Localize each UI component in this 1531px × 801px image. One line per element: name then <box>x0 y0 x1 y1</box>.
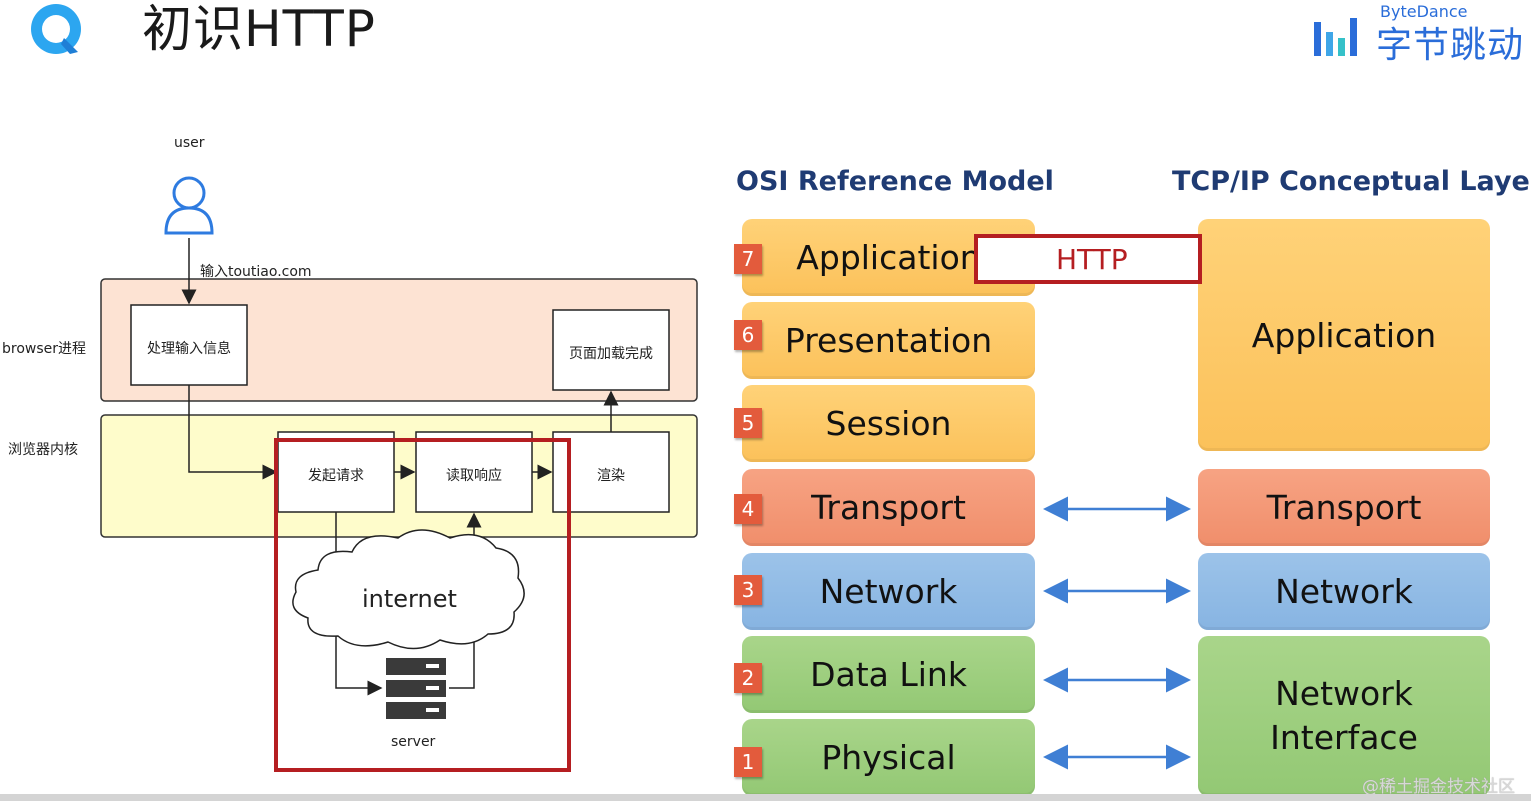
osi-layer-3: Network <box>742 553 1035 630</box>
user-icon <box>164 176 214 235</box>
tcpip-network-interface: Network Interface <box>1198 636 1490 796</box>
page-loaded-box <box>552 309 670 391</box>
layer-mapping-arrows <box>1043 496 1191 770</box>
read-response-box <box>415 431 533 513</box>
osi-layer-7-label: Application <box>796 238 981 277</box>
osi-layer-6-label: Presentation <box>784 321 993 360</box>
browser-process-band <box>100 278 698 402</box>
brand-cn: 字节跳动 <box>1376 25 1525 66</box>
render-label: 渲染 <box>597 468 625 484</box>
osi-num-3: 3 <box>734 575 762 605</box>
osi-layer-6: Presentation <box>742 302 1035 379</box>
http-highlight-box: HTTP <box>974 234 1202 284</box>
browser-process-label: browser进程 <box>2 341 87 357</box>
tcpip-transport: Transport <box>1198 469 1490 546</box>
page-loaded-label: 页面加载完成 <box>569 346 653 362</box>
server-icon <box>386 658 446 719</box>
tcpip-application: Application <box>1198 219 1490 451</box>
osi-layer-2: Data Link <box>742 636 1035 713</box>
osi-num-6: 6 <box>734 320 762 350</box>
send-request-label: 发起请求 <box>308 468 364 484</box>
server-label: server <box>391 734 436 750</box>
request-highlight-frame <box>274 438 571 772</box>
watermark: @稀土掘金技术社区 <box>1362 777 1515 797</box>
osi-header: OSI Reference Model <box>736 166 1054 197</box>
tcpip-header: TCP/IP Conceptual Layers <box>1172 166 1531 197</box>
read-response-label: 读取响应 <box>446 468 502 484</box>
tcpip-network: Network <box>1198 553 1490 630</box>
slide-title: 初识HTTP <box>142 0 376 58</box>
osi-layer-1-label: Physical <box>821 738 956 777</box>
app-logo-icon <box>31 4 81 54</box>
osi-layer-5: Session <box>742 385 1035 462</box>
osi-num-1: 1 <box>734 747 762 777</box>
tcpip-network-label: Network <box>1275 572 1413 611</box>
bottom-scrollbar[interactable] <box>0 794 1531 801</box>
osi-num-2: 2 <box>734 663 762 693</box>
tcpip-transport-label: Transport <box>1266 488 1422 527</box>
kernel-label: 浏览器内核 <box>8 442 78 458</box>
osi-layer-4-label: Transport <box>811 488 966 527</box>
browser-flow-diagram <box>100 176 698 772</box>
process-input-label: 处理输入信息 <box>147 341 231 357</box>
osi-layer-2-label: Data Link <box>810 655 967 694</box>
input-url-label: 输入toutiao.com <box>200 264 312 280</box>
osi-layer-4: Transport <box>742 469 1035 546</box>
osi-num-7: 7 <box>734 244 762 274</box>
tcpip-interface-label: Network Interface <box>1270 674 1418 757</box>
brand-en: ByteDance <box>1380 2 1468 21</box>
osi-num-4: 4 <box>734 494 762 524</box>
osi-layer-5-label: Session <box>825 404 952 443</box>
osi-layer-1: Physical <box>742 719 1035 796</box>
http-label: HTTP <box>1056 242 1128 276</box>
bytedance-logo-icon <box>1314 18 1357 56</box>
internet-cloud <box>292 529 525 650</box>
osi-layer-3-label: Network <box>819 572 958 611</box>
user-label: user <box>174 135 205 151</box>
tcpip-application-label: Application <box>1251 315 1437 355</box>
render-box <box>552 431 670 513</box>
internet-label: internet <box>362 585 457 613</box>
osi-num-5: 5 <box>734 408 762 438</box>
